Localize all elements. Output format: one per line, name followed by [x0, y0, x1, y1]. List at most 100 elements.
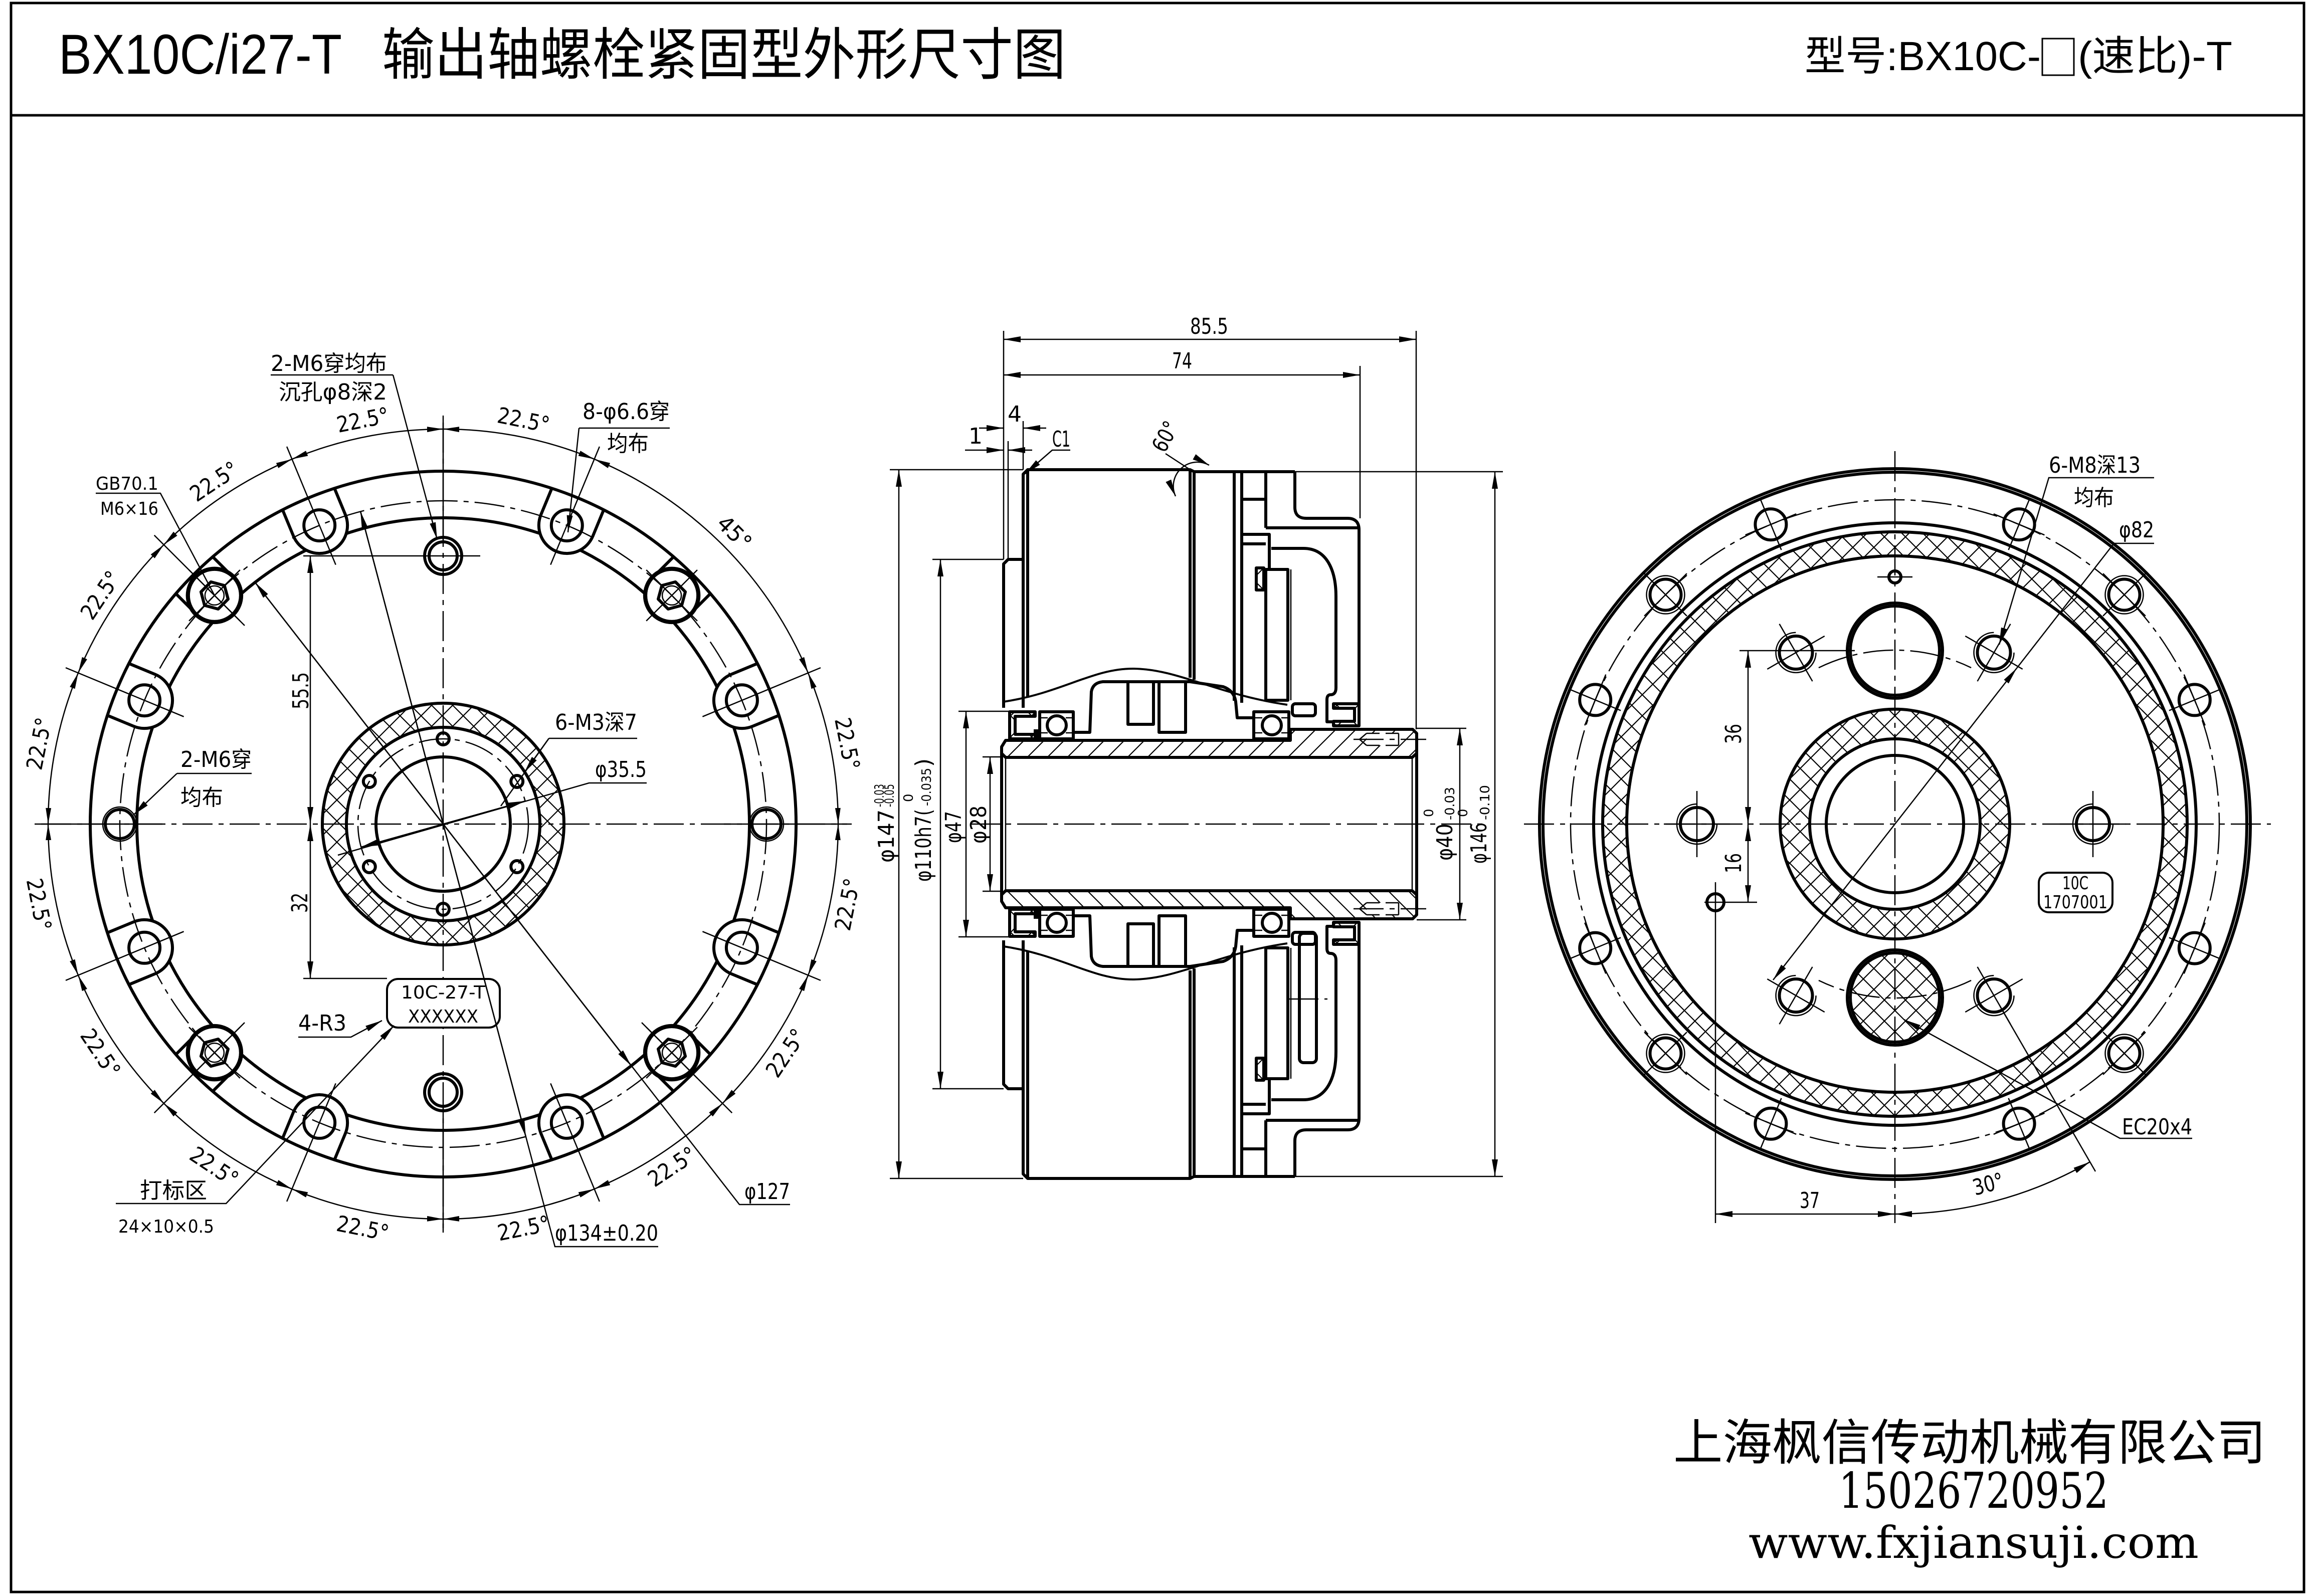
hex-socket: [204, 585, 225, 606]
dim-spigot-length: 4: [1008, 402, 1022, 427]
dim-arrow: [443, 824, 632, 1066]
angle-label: 22.5°: [75, 1024, 125, 1082]
side-view: 85.5 74 4 1 C1 60° φ147 -0.03 -0.05 φ110…: [872, 314, 1503, 1178]
arc-arrowhead: [292, 451, 308, 459]
note-chamfer: C1: [1052, 427, 1070, 452]
hole-6-6: [724, 930, 759, 965]
tapped-hole: [1648, 1036, 1683, 1071]
company-website: www.fxjiansuji.com: [1749, 1517, 2199, 1568]
angle-label: 22.5°: [185, 457, 244, 507]
bolt-counterbore: [644, 567, 700, 623]
arc-arrowhead: [578, 1189, 595, 1198]
mounting-hole: [1578, 931, 1613, 965]
arc-arrowhead: [835, 808, 841, 824]
rear-nameplate-box: [2038, 872, 2113, 913]
dim-55-5: 55.5: [288, 672, 314, 709]
side-view-lower-half: [890, 824, 1503, 1178]
angle-extension-line: [702, 931, 821, 981]
m8-thread: [1775, 974, 1817, 1017]
dim-spigot-dia-value: φ110h7(: [911, 809, 936, 882]
bolt-counterbore: [186, 1025, 242, 1081]
angle-extension-line: [65, 931, 184, 981]
m8-centerline: [1767, 635, 1825, 670]
bearing-ball: [1046, 714, 1068, 736]
flange-outline: [1293, 472, 1361, 726]
arc-arrowhead: [46, 808, 52, 824]
hole-boss: [107, 662, 174, 730]
mounting-hole: [2002, 1106, 2036, 1141]
title-description: 输出轴螺栓紧固型外形尺寸图: [382, 24, 1066, 86]
dim-outer-dia: φ147 -0.03 -0.05: [872, 784, 899, 863]
nameplate-line2: XXXXXX: [408, 1007, 478, 1027]
dim-arrow: [1773, 824, 1895, 980]
tapped-hole-thread: [1367, 732, 1399, 746]
front-view: 55.5 32 10C-27-T XXXXXX 2-M6穿均布 沉孔φ8深2 8…: [21, 351, 866, 1248]
carrier-pockets: [1126, 683, 1187, 734]
angle-label: 22.5°: [643, 1142, 701, 1192]
break-line: [1003, 667, 1288, 706]
angle-label: 22.5°: [334, 403, 391, 438]
bolt-counterbore-edge: [643, 1024, 701, 1082]
drawing-frame: [10, 2, 2305, 1593]
extension-line: [303, 555, 480, 979]
dim-line-82: [2016, 542, 2154, 669]
angle-extension-line: [550, 1083, 601, 1202]
angle-label: 22.5°: [22, 715, 57, 772]
dim-spigot-dia: φ110h7( 0 -0.035 ): [901, 758, 936, 882]
note-spline: EC20x4: [2122, 1114, 2192, 1140]
pitch-arc: [1818, 979, 1972, 999]
dim-arrow: [360, 823, 444, 848]
hex-socket: [661, 585, 682, 606]
dim-line-35-5: [337, 782, 647, 856]
angle-label: 22.5°: [21, 876, 57, 933]
note-m3-holes: 6-M3深7: [555, 710, 637, 735]
m3-hole: [509, 859, 525, 874]
arc-arrowhead: [594, 1180, 611, 1189]
bolt-centerline: [646, 569, 698, 622]
angle-label: 22.5°: [829, 715, 865, 772]
nameplate-box: [386, 978, 501, 1029]
note-bolt-standard: GB70.1: [96, 474, 158, 494]
dim-16: 16: [1721, 853, 1747, 873]
angle-label: 22.5°: [334, 1211, 391, 1247]
model-code-prefix: 型号:BX10C-: [1805, 34, 2041, 79]
dim-housing-length: 74: [1172, 348, 1192, 374]
o-ring: [1255, 566, 1265, 591]
angle-extension-line: [702, 667, 821, 717]
dim-32: 32: [287, 893, 313, 913]
hole-centerline: [1644, 573, 1687, 617]
angle-extension-line: [286, 1083, 336, 1202]
shaft-end-faces: [1000, 753, 1418, 824]
leader-underline: [96, 492, 216, 596]
arc-arrowhead: [276, 459, 292, 468]
arc-arrowhead: [722, 1090, 736, 1104]
hole-centerline: [1745, 1112, 1797, 1135]
m3-hole: [509, 774, 525, 789]
hole-centerline: [1644, 1032, 1687, 1075]
leader-m8-holes: [1998, 477, 2154, 645]
angle-label: 22.5°: [830, 876, 866, 933]
arc-arrowhead: [150, 1090, 164, 1104]
note-pcd-35-5: φ35.5: [595, 757, 647, 782]
hex-socket: [661, 1042, 682, 1063]
note-bolt-size: M6×16: [100, 499, 158, 519]
leader-m6-counterbore: [392, 374, 438, 540]
dim-shaft-dia-upper: 0: [1422, 809, 1437, 817]
housing-outline: [1022, 468, 1295, 708]
bolt-counterbore: [186, 567, 242, 623]
mounting-hole: [2177, 683, 2212, 717]
note-m8-holes-1: 6-M8深13: [2049, 453, 2141, 478]
dim-flange-dia-value: φ146: [1466, 823, 1492, 864]
arc-arrowhead: [292, 1189, 308, 1198]
model-code-suffix: (速比)-T: [2078, 34, 2232, 79]
angle-extension-line: [641, 1022, 733, 1114]
rear-nameplate-line1: 10C: [2062, 873, 2088, 894]
pitch-arc: [1818, 649, 1972, 669]
arc-arrowhead: [427, 1216, 443, 1222]
mounting-hole: [1578, 683, 1613, 717]
dim-shaft-dia: φ40 0 -0.03: [1422, 787, 1458, 861]
angle-label: 22.5°: [495, 1211, 552, 1247]
leader-holes-6-6: [566, 428, 580, 533]
dim-36: 36: [1721, 724, 1747, 744]
note-marking-size: 24×10×0.5: [118, 1217, 214, 1237]
